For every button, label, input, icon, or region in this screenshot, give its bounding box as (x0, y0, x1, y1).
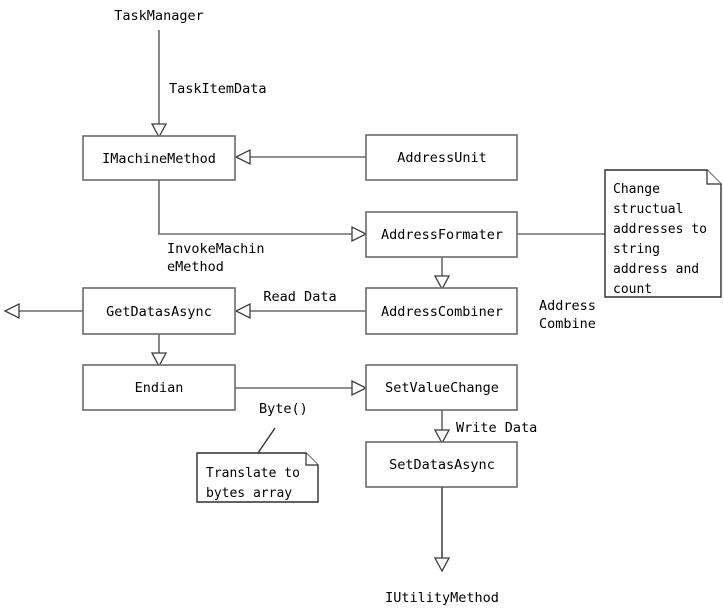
edge-taskmanager-to-imachinemethod (150, 30, 168, 139)
node-addressunit[interactable]: AddressUnit (365, 134, 518, 181)
node-imachinemethod[interactable]: IMachineMethod (82, 135, 236, 181)
node-getdatasasync[interactable]: GetDatasAsync (82, 287, 236, 335)
note-address-change[interactable]: Change structual addresses to string add… (604, 169, 722, 298)
edge-addressunit-to-imachinemethod (234, 148, 366, 166)
label-read-data: Read Data (263, 289, 336, 305)
note-line-3: addresses to (613, 222, 707, 237)
note-line-6: count (613, 282, 652, 297)
edge-imachinemethod-to-addressformater (158, 180, 368, 243)
label-byte-call: Byte() (259, 401, 308, 417)
edge-addresscombiner-to-getdatasasync (234, 302, 366, 320)
node-addresscombiner[interactable]: AddressCombiner (365, 287, 518, 335)
note-line-5: address and (613, 262, 699, 277)
label-address-combine-line2: Combine (539, 316, 596, 332)
edge-setdatasasync-to-iutilitymethod (433, 487, 451, 573)
note-line-2: structual (613, 202, 683, 217)
label-invoke-machine-method-line2: eMethod (167, 259, 224, 275)
node-setvaluechange[interactable]: SetValueChange (365, 364, 518, 411)
edge-getdatasasync-to-endian (150, 334, 168, 368)
translate-note-line-2: bytes array (206, 486, 292, 501)
note-line-4: string (613, 242, 660, 257)
edge-addressformater-to-addresscombiner (433, 257, 451, 291)
label-iutility-method: IUtilityMethod (385, 590, 499, 606)
node-setdatasasync[interactable]: SetDatasAsync (365, 441, 518, 488)
note-line-1: Change (613, 182, 660, 197)
label-invoke-machine-method-line1: InvokeMachin (167, 241, 265, 257)
node-label-setdatasasync: SetDatasAsync (389, 457, 495, 473)
label-write-data: Write Data (456, 420, 537, 436)
note-translate-bytes[interactable]: Translate to bytes array (196, 452, 319, 503)
node-label-getdatasasync: GetDatasAsync (106, 304, 212, 320)
edge-byte-note-connector (257, 427, 276, 454)
edge-endian-to-setvaluechange (235, 379, 368, 397)
node-label-addresscombiner: AddressCombiner (381, 304, 503, 320)
edge-setvaluechange-to-setdatasasync (433, 410, 451, 445)
node-label-addressunit: AddressUnit (397, 150, 486, 166)
node-label-endian: Endian (135, 380, 184, 396)
node-addressformater[interactable]: AddressFormater (365, 211, 518, 258)
label-address-combine-line1: Address (539, 298, 596, 314)
node-label-imachinemethod: IMachineMethod (102, 151, 216, 167)
label-task-manager: TaskManager (114, 8, 203, 24)
translate-note-line-1: Translate to (206, 466, 300, 481)
edge-getdatasasync-to-left-exit (3, 302, 83, 320)
label-task-item-data: TaskItemData (169, 81, 267, 97)
node-endian[interactable]: Endian (82, 364, 236, 411)
node-label-setvaluechange: SetValueChange (385, 380, 499, 396)
node-label-addressformater: AddressFormater (381, 227, 503, 243)
